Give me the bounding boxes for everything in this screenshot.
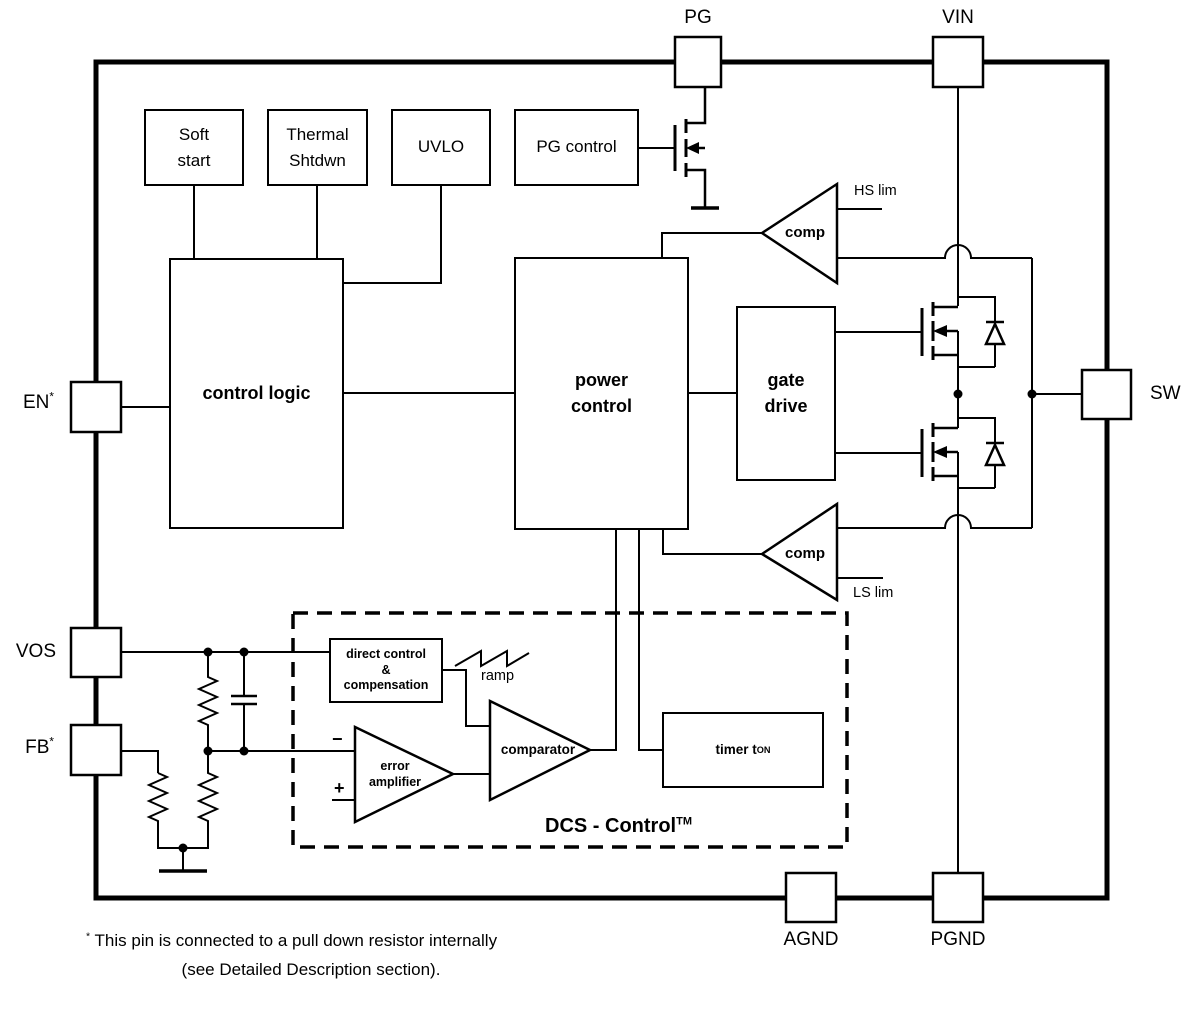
block-label-control-logic: control logic [202,382,311,403]
pin-box-vos [69,626,123,679]
label-hs-lim: HS lim [854,183,897,199]
pin-boxes [69,35,1133,924]
wire-fb [122,750,159,773]
block-label-thermal-shutdown: Thermal Shtdwn [286,125,349,170]
wire-ramp [442,669,490,727]
pin-label-vos: VOS [0,641,56,664]
fb-asterisk: * [49,735,54,749]
dcs-control-label: DCS - ControlTM [545,814,692,838]
pin-box-vin [931,35,985,89]
pin-label-sw: SW [1150,383,1181,406]
passives [146,652,257,873]
ls-mosfet [920,394,1006,873]
label-comparator: comparator [500,741,576,757]
pin-label-vin-text: VIN [942,6,974,28]
block-soft-start [144,109,244,186]
pin-label-fb-text: FB [25,737,50,758]
pin-box-pg [673,35,723,89]
footnote-line2: (see Detailed Description section). [181,960,441,979]
wire-uvlo [343,185,442,284]
pin-label-sw-text: SW [1150,383,1181,404]
ls-body-diode [958,417,996,489]
pin-label-agnd-text: AGND [783,928,839,950]
pin-label-vos-text: VOS [15,641,56,662]
label-ramp: ramp [481,668,515,684]
block-uvlo [391,109,491,186]
pg-mosfet [673,87,719,210]
timer-text: timer t [715,741,757,757]
hs-mosfet [920,87,1006,394]
resistor-r2 [183,751,220,849]
pin-box-agnd [784,871,838,924]
mosfet-arrow-icon [686,142,699,154]
erroramp-plus-sign: + [334,778,345,798]
block-direct-control [329,638,443,703]
pin-label-en-text: EN [23,392,50,413]
block-label-direct-control: direct control & compensation [343,647,429,693]
wire-comparator-out [590,529,617,751]
block-label-pg-control: PG control [536,137,617,157]
en-asterisk: * [49,390,54,404]
hs-current-comparator [759,181,839,286]
dcs-control-box [291,611,849,849]
comparator-triangle [488,698,593,803]
dcs-control-text: DCS - Control [545,815,677,837]
block-power-control [514,257,689,530]
label-ls-lim: LS lim [853,585,894,601]
chip-boundary [93,59,1110,901]
pin-label-vin: VIN [923,6,993,30]
block-label-gate-drive: gate drive [764,370,808,416]
diode-icon [984,320,1006,346]
dcs-trademark: TM [676,815,692,828]
pin-label-agnd: AGND [771,928,851,952]
erroramp-minus-sign: − [332,729,343,749]
error-amplifier-triangle [353,725,456,825]
hs-body-diode [958,296,996,368]
pin-label-en: EN* [0,390,54,415]
footnote-line1: * This pin is connected to a pull down r… [86,931,497,951]
footnote-asterisk: * [86,930,91,943]
block-label-power-control: power control [571,370,632,416]
wire-ls-sense [837,514,1032,529]
pin-label-pgnd: PGND [918,928,998,952]
pin-label-pg-text: PG [684,6,712,28]
block-thermal-shutdown [267,109,368,186]
label-error-amplifier: error amplifier [368,758,422,789]
ls-current-comparator [759,501,839,603]
pin-box-en [69,380,123,434]
junction-dots [178,389,1037,853]
resistor-fb-pulldown [146,772,183,849]
triangles [353,181,839,825]
block-gate-drive [736,306,836,481]
footnote-line1-text: This pin is connected to a pull down res… [90,931,498,950]
block-label-uvlo: UVLO [417,137,465,157]
blocks [144,109,836,788]
wire-timer [638,529,663,751]
pin-box-sw [1080,368,1133,421]
wire-hs-sense [837,244,1032,259]
pin-label-pg: PG [663,6,733,30]
label-hs-comp: comp [784,224,825,241]
mosfet-arrow-icon [933,446,947,458]
block-pg-control [514,109,639,186]
block-control-logic [169,258,344,529]
capacitor [231,694,257,706]
block-label-soft-start: Soft start [177,125,211,170]
block-timer-ton [662,712,824,788]
diode-icon [984,441,1006,467]
label-ls-comp: comp [784,545,825,562]
pin-box-pgnd [931,871,985,924]
wire-hscomp-out [661,232,762,258]
wire-lscomp-out [662,529,762,555]
pin-box-fb [69,723,123,777]
mosfet-arrow-icon [933,325,947,337]
pin-label-fb: FB* [0,735,54,760]
pin-label-pgnd-text: PGND [930,928,986,950]
resistor-r1 [196,652,220,751]
ramp-waveform-icon [454,649,530,668]
